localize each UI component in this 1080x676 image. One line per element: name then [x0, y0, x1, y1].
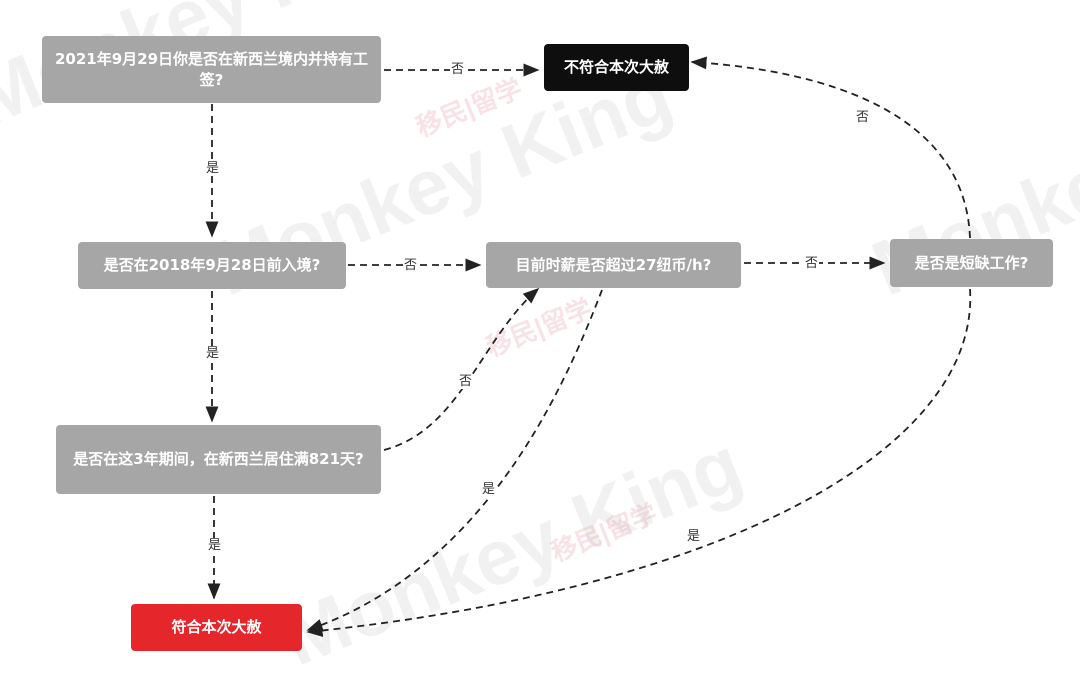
edge-label-shortage-yes: 是	[686, 529, 702, 544]
edge-label-residence-no: 否	[458, 374, 474, 389]
edge-label-wage-no: 否	[804, 256, 820, 271]
edge-label-entry-yes: 是	[205, 346, 221, 361]
question-visa-text: 2021年9月29日你是否在新西兰境内并持有工签?	[54, 49, 369, 89]
edge-label-wage-yes: 是	[481, 482, 497, 497]
question-entry-node[interactable]: 是否在2018年9月28日前入境?	[78, 242, 346, 289]
question-visa-node[interactable]: 2021年9月29日你是否在新西兰境内并持有工签?	[42, 36, 381, 103]
question-wage-node[interactable]: 目前时薪是否超过27纽币/h?	[486, 242, 741, 288]
question-residence-text: 是否在这3年期间，在新西兰居住满821天?	[73, 450, 364, 468]
edge-label-shortage-no: 否	[855, 110, 871, 125]
edge-residence-no	[383, 287, 540, 451]
question-wage-text: 目前时薪是否超过27纽币/h?	[515, 255, 712, 274]
edge-label-residence-yes: 是	[207, 538, 223, 553]
question-entry-text: 是否在2018年9月28日前入境?	[103, 256, 321, 274]
not-eligible-node[interactable]: 不符合本次大赦	[544, 44, 689, 91]
edge-label-visa-no: 否	[450, 62, 466, 77]
edge-wage-yes	[306, 289, 603, 632]
not-eligible-text: 不符合本次大赦	[563, 58, 669, 76]
question-shortage-text: 是否是短缺工作?	[914, 253, 1029, 272]
eligible-text: 符合本次大赦	[171, 618, 262, 636]
question-shortage-node[interactable]: 是否是短缺工作?	[890, 239, 1053, 287]
edge-shortage-no	[690, 56, 971, 239]
edge-shortage-yes	[306, 288, 972, 637]
eligible-node[interactable]: 符合本次大赦	[131, 604, 302, 651]
question-residence-node[interactable]: 是否在这3年期间，在新西兰居住满821天?	[56, 425, 381, 494]
edge-label-visa-yes: 是	[205, 161, 221, 176]
edge-label-entry-no: 否	[403, 258, 419, 273]
